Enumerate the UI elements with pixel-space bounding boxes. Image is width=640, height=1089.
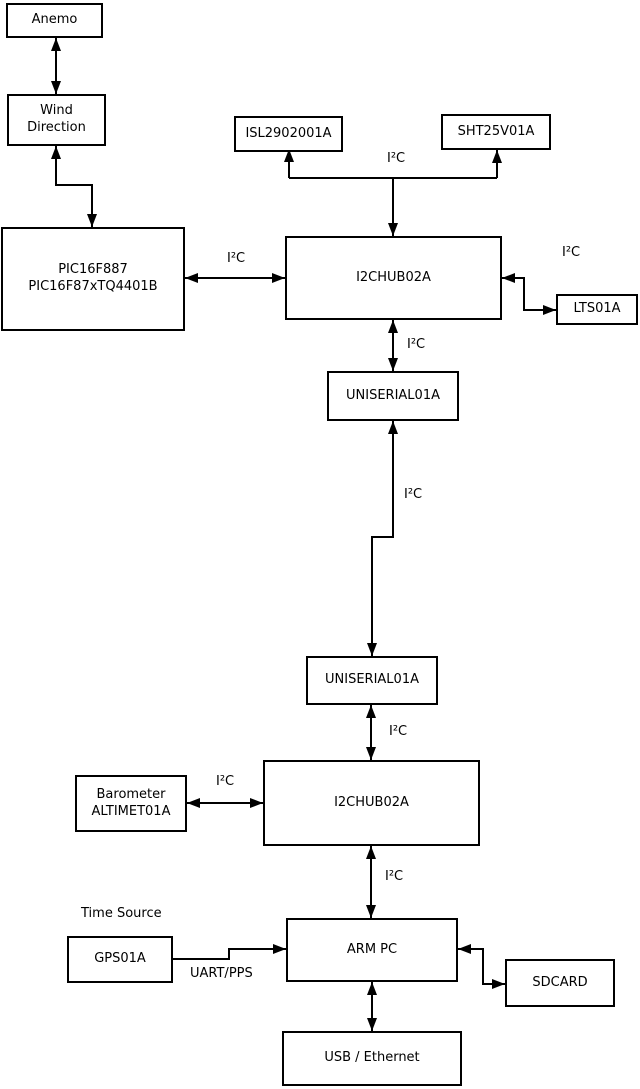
node-uniserial-1: UNISERIAL01A — [327, 371, 459, 421]
node-barometer-label-line2: ALTIMET01A — [91, 803, 171, 819]
edge-label-i2c-uniserial-hub2: I²C — [389, 724, 408, 739]
node-isl-light-sensor: ISL2902001A — [234, 116, 343, 152]
node-lts-label: LTS01A — [573, 301, 621, 317]
node-sdcard: SDCARD — [505, 959, 615, 1007]
edge-hub1-lts — [502, 273, 556, 315]
node-barometer-label-line1: Barometer — [96, 786, 166, 802]
edge-uniserial1-uniserial2 — [367, 421, 398, 656]
node-i2c-hub-2: I2CHUB02A — [263, 760, 480, 846]
node-gps: GPS01A — [67, 936, 173, 983]
node-anemometer-label: Anemo — [31, 12, 78, 28]
node-wind-direction-label-line1: Wind — [40, 103, 73, 119]
edge-label-i2c-hub2-armpc: I²C — [385, 869, 404, 884]
node-sdcard-label: SDCARD — [532, 974, 588, 990]
node-wind-direction-label-line2: Direction — [27, 120, 86, 135]
edge-label-i2c-hub1-uniserial: I²C — [407, 337, 426, 352]
node-arm-pc-label: ARM PC — [346, 941, 398, 957]
node-isl-label: ISL2902001A — [245, 125, 332, 141]
node-wind-direction: Wind Direction — [7, 94, 106, 146]
node-uniserial-2-label: UNISERIAL01A — [325, 672, 419, 688]
node-anemometer: Anemo — [6, 3, 103, 38]
node-pic-microcontroller: PIC16F887 PIC16F87xTQ4401B — [1, 227, 185, 331]
node-arm-pc: ARM PC — [286, 918, 458, 982]
node-i2c-hub-1-label: I2CHUB02A — [356, 269, 431, 285]
node-i2c-hub-2-label: I2CHUB02A — [334, 794, 409, 810]
node-lts-temperature-sensor: LTS01A — [556, 294, 638, 325]
edge-label-i2c-pic-hub1: I²C — [227, 251, 246, 266]
node-barometer: Barometer ALTIMET01A — [75, 775, 187, 832]
node-gps-label: GPS01A — [94, 951, 146, 967]
node-i2c-hub-1: I2CHUB02A — [285, 236, 502, 320]
edge-label-uart-pps: UART/PPS — [190, 966, 253, 981]
edge-armpc-sdcard — [458, 944, 505, 989]
node-usb-ethernet: USB / Ethernet — [282, 1031, 462, 1086]
edge-label-i2c-barometer-hub2: I²C — [216, 774, 235, 789]
edge-label-time-source: Time Source — [81, 906, 162, 921]
edge-label-i2c-hub1-lts: I²C — [562, 245, 581, 260]
node-pic-label-line1: PIC16F887 — [58, 262, 128, 278]
edge-gps-armpc — [173, 944, 286, 960]
node-pic-label-line2: PIC16F87xTQ4401B — [28, 279, 158, 294]
node-sht-label: SHT25V01A — [457, 123, 535, 139]
edge-wind-pic — [51, 146, 97, 227]
node-uniserial-1-label: UNISERIAL01A — [346, 387, 440, 403]
edge-label-i2c-uniserial-link: I²C — [404, 487, 423, 502]
edge-label-i2c-sensors-top: I²C — [387, 151, 406, 166]
node-sht-humidity-sensor: SHT25V01A — [441, 114, 551, 150]
node-usb-ethernet-label: USB / Ethernet — [324, 1050, 420, 1066]
node-uniserial-2: UNISERIAL01A — [306, 656, 438, 705]
